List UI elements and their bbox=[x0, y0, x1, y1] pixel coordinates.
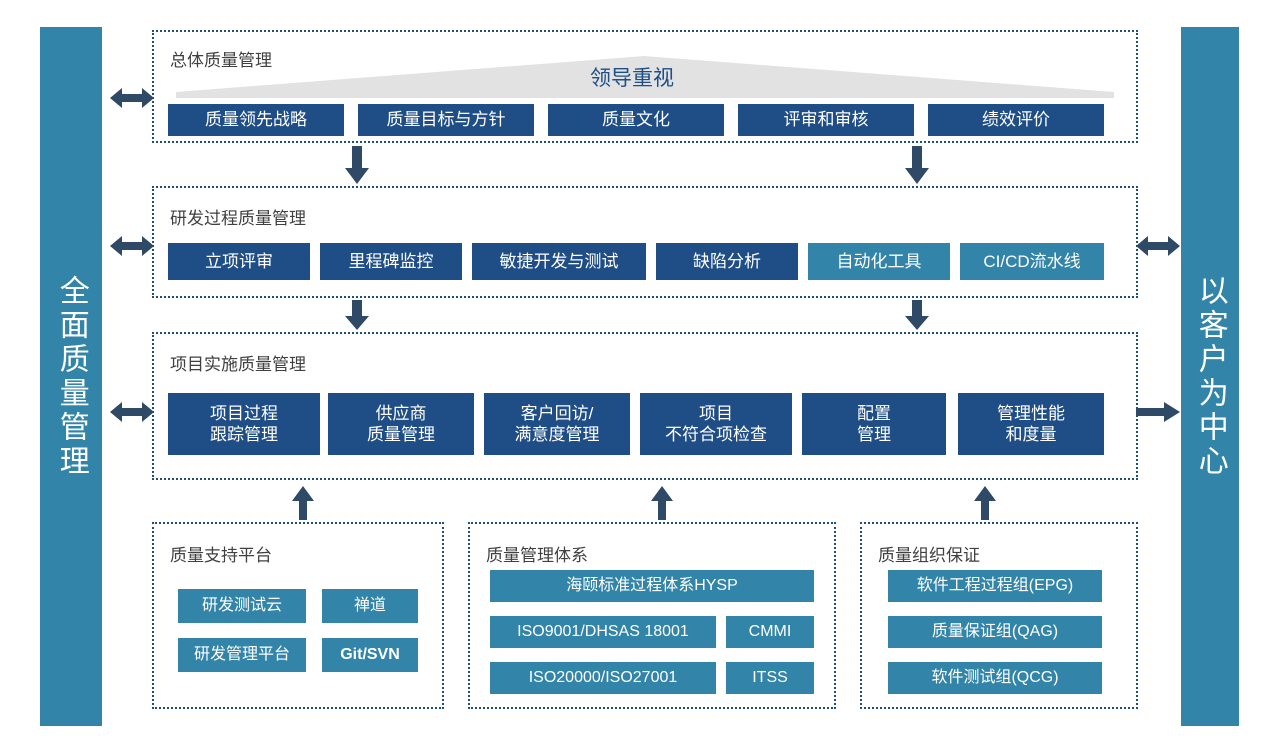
chip-supplier-quality-management[interactable]: 供应商 质量管理 bbox=[328, 393, 474, 455]
chip-rd-test-cloud[interactable]: 研发测试云 bbox=[178, 589, 306, 623]
chip-qcg[interactable]: 软件测试组(QCG) bbox=[888, 662, 1102, 694]
chip-quality-culture[interactable]: 质量文化 bbox=[548, 104, 724, 136]
chip-rd-management-platform[interactable]: 研发管理平台 bbox=[178, 638, 306, 672]
chip-git-svn[interactable]: Git/SVN bbox=[322, 638, 418, 672]
chip-quality-goals-policy[interactable]: 质量目标与方针 bbox=[358, 104, 534, 136]
up-arrow-icon-3 bbox=[974, 486, 996, 520]
down-arrow-icon-3 bbox=[345, 300, 369, 330]
left-pillar: 全面质量管理 bbox=[40, 27, 102, 726]
chip-iso9001-dhsas18001[interactable]: ISO9001/DHSAS 18001 bbox=[490, 616, 716, 648]
chip-quality-leading-strategy[interactable]: 质量领先战略 bbox=[168, 104, 344, 136]
chip-cicd-pipeline[interactable]: CI/CD流水线 bbox=[960, 243, 1104, 280]
up-arrow-icon-2 bbox=[651, 486, 673, 520]
chip-zentao[interactable]: 禅道 bbox=[322, 589, 418, 623]
down-arrow-icon-4 bbox=[905, 300, 929, 330]
leadership-banner-label: 领导重视 bbox=[590, 67, 674, 90]
section-rd-process-quality-management bbox=[152, 186, 1138, 298]
chip-agile-development-testing[interactable]: 敏捷开发与测试 bbox=[472, 243, 646, 280]
down-arrow-icon-1 bbox=[345, 146, 369, 184]
chip-project-nonconformity-check[interactable]: 项目 不符合项检查 bbox=[640, 393, 792, 455]
down-arrow-icon-2 bbox=[905, 146, 929, 184]
chip-defect-analysis[interactable]: 缺陷分析 bbox=[656, 243, 798, 280]
section-label-project-implementation-quality-management: 项目实施质量管理 bbox=[170, 355, 306, 374]
chip-itss[interactable]: ITSS bbox=[726, 662, 814, 694]
group-label-quality-support-platform: 质量支持平台 bbox=[170, 546, 272, 565]
bidirectional-arrow-icon-right-1 bbox=[1136, 236, 1180, 256]
chip-project-process-tracking[interactable]: 项目过程 跟踪管理 bbox=[168, 393, 320, 455]
right-pillar-label: 以客户为中心 bbox=[1193, 274, 1227, 479]
group-label-quality-organization-assurance: 质量组织保证 bbox=[878, 546, 980, 565]
chip-project-initiation-review[interactable]: 立项评审 bbox=[168, 243, 310, 280]
section-label-overall-quality-management: 总体质量管理 bbox=[170, 51, 272, 70]
chip-iso20000-iso27001[interactable]: ISO20000/ISO27001 bbox=[490, 662, 716, 694]
section-label-rd-process-quality-management: 研发过程质量管理 bbox=[170, 209, 306, 228]
group-label-quality-management-system: 质量管理体系 bbox=[486, 546, 588, 565]
chip-epg[interactable]: 软件工程过程组(EPG) bbox=[888, 570, 1102, 602]
chip-hysp-standard-process[interactable]: 海颐标准过程体系HYSP bbox=[490, 570, 814, 602]
up-arrow-icon-1 bbox=[292, 486, 314, 520]
chip-cmmi[interactable]: CMMI bbox=[726, 616, 814, 648]
bidirectional-arrow-icon-left-1 bbox=[110, 88, 154, 108]
right-arrow-icon-right-2 bbox=[1136, 402, 1180, 422]
chip-milestone-monitoring[interactable]: 里程碑监控 bbox=[320, 243, 462, 280]
chip-automation-tools[interactable]: 自动化工具 bbox=[808, 243, 950, 280]
left-pillar-label: 全面质量管理 bbox=[54, 274, 88, 479]
chip-performance-evaluation[interactable]: 绩效评价 bbox=[928, 104, 1104, 136]
chip-qag[interactable]: 质量保证组(QAG) bbox=[888, 616, 1102, 648]
bidirectional-arrow-icon-left-2 bbox=[110, 236, 154, 256]
chip-review-and-audit[interactable]: 评审和审核 bbox=[738, 104, 914, 136]
leadership-banner-triangle bbox=[176, 56, 1114, 98]
chip-configuration-management[interactable]: 配置 管理 bbox=[802, 393, 946, 455]
chip-customer-visit-satisfaction[interactable]: 客户回访/ 满意度管理 bbox=[484, 393, 630, 455]
right-pillar: 以客户为中心 bbox=[1181, 27, 1239, 726]
chip-management-performance-measurement[interactable]: 管理性能 和度量 bbox=[958, 393, 1104, 455]
bidirectional-arrow-icon-left-3 bbox=[110, 402, 154, 422]
